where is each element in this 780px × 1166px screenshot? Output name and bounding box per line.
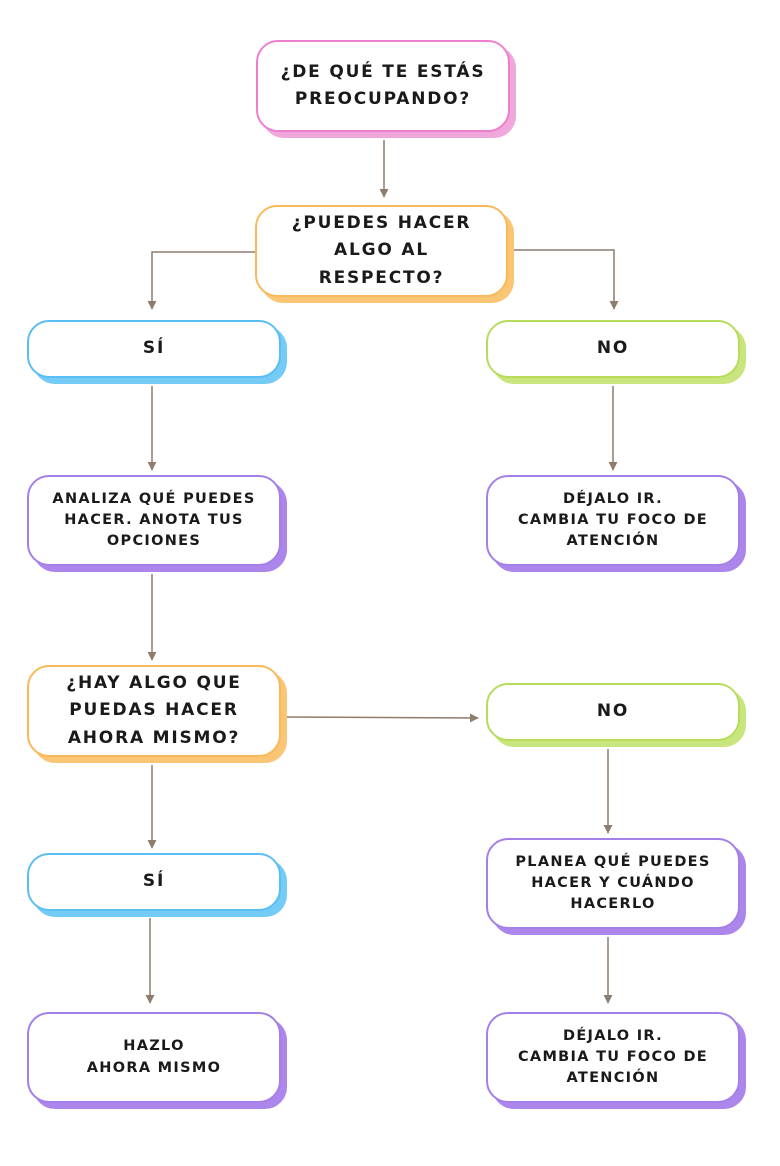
arrow-question-to-no — [512, 249, 619, 310]
act-now-node: ¿HAY ALGO QUE PUEDAS HACER AHORA MISMO? — [27, 665, 281, 757]
worry-node: ¿DE QUÉ TE ESTÁS PREOCUPANDO? — [256, 40, 510, 132]
no-node-1: NO — [486, 320, 740, 378]
no-node-2: NO — [486, 683, 740, 741]
arrow-actnow-to-no — [286, 713, 479, 723]
can-you-act-node: ¿PUEDES HACER ALGO AL RESPECTO? — [255, 205, 508, 297]
plan-node: PLANEA QUÉ PUEDES HACER Y CUÁNDO HACERLO — [486, 838, 740, 929]
let-go-node-1: DÉJALO IR. CAMBIA TU FOCO DE ATENCIÓN — [486, 475, 740, 566]
analyze-node: ANALIZA QUÉ PUEDES HACER. ANOTA TUS OPCI… — [27, 475, 281, 566]
do-it-node: HAZLO AHORA MISMO — [27, 1012, 281, 1103]
yes-node-2: SÍ — [27, 853, 281, 911]
yes-node-1: SÍ — [27, 320, 281, 378]
let-go-node-2: DÉJALO IR. CAMBIA TU FOCO DE ATENCIÓN — [486, 1012, 740, 1103]
arrow-question-to-yes — [147, 251, 258, 310]
